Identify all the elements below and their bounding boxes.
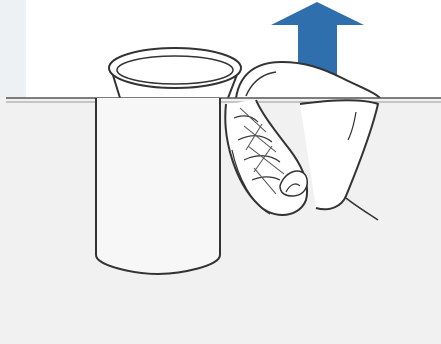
cup-rim-outer [109, 48, 241, 88]
left-edge-strip [0, 0, 26, 100]
cup-lower-body [96, 98, 220, 274]
